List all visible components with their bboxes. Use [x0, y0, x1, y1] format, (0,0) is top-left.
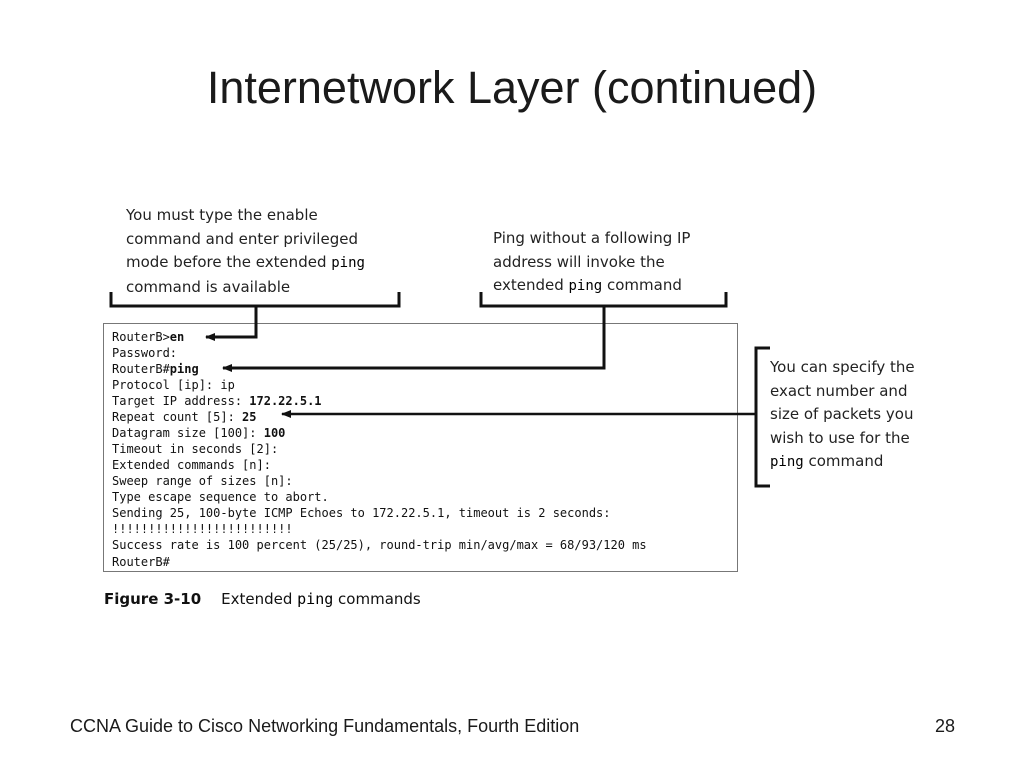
terminal-output: RouterB>en Password: RouterB#ping Protoc…	[103, 323, 738, 572]
callout-code: ping	[770, 454, 804, 470]
caption-text: commands	[333, 590, 421, 608]
terminal-line: !!!!!!!!!!!!!!!!!!!!!!!!!	[112, 522, 293, 536]
terminal-line: Password:	[112, 346, 178, 360]
callout-ping-without-ip: Ping without a following IP address will…	[493, 227, 690, 299]
terminal-line: Protocol [ip]: ip	[112, 378, 235, 392]
caption-text: Extended	[221, 590, 298, 608]
page-number: 28	[934, 716, 955, 736]
figure-caption: Figure 3-10 Extended ping commands	[104, 590, 421, 608]
callout-line: command and enter privileged	[126, 229, 358, 248]
terminal-line: Extended commands [n]:	[112, 458, 271, 472]
terminal-value: 25	[242, 410, 257, 424]
terminal-prompt: RouterB>	[112, 330, 170, 344]
callout-line: mode before the extended ping	[126, 251, 365, 276]
terminal-value: 172.22.5.1	[249, 394, 322, 408]
terminal-line: Timeout in seconds [2]:	[112, 442, 279, 456]
callout-text: mode before the extended	[126, 253, 332, 271]
callout-line: ping command	[770, 450, 915, 475]
bracket-enable	[109, 292, 401, 308]
callout-line: Ping without a following IP	[493, 229, 691, 247]
callout-code: ping	[331, 255, 365, 271]
callout-line: address will invoke the	[493, 252, 665, 271]
callout-line: exact number and	[770, 381, 908, 400]
terminal-prompt: RouterB#	[112, 362, 170, 376]
connector-enable	[205, 306, 258, 341]
connector-ping-without-ip	[222, 306, 606, 372]
callout-text: command	[803, 452, 884, 470]
terminal-line: Target IP address: 172.22.5.1	[112, 393, 737, 409]
terminal-line: Datagram size [100]: 100	[112, 425, 737, 441]
terminal-line: RouterB>en	[112, 329, 737, 345]
callout-line: size of packets you	[770, 405, 914, 423]
terminal-label: Repeat count [5]:	[112, 410, 243, 424]
footer-book-title: CCNA Guide to Cisco Networking Fundament…	[70, 716, 580, 736]
terminal-value: 100	[263, 426, 286, 440]
terminal-line: Repeat count [5]: 25	[112, 409, 737, 425]
figure-number: Figure 3-10	[104, 590, 202, 608]
bracket-packet-size	[754, 346, 770, 488]
terminal-line: Type escape sequence to abort.	[112, 490, 329, 504]
callout-enable-command: You must type the enable command and ent…	[126, 204, 365, 299]
terminal-command: ping	[169, 362, 199, 376]
callout-text: command	[602, 276, 682, 294]
callout-line: command is available	[126, 277, 291, 296]
bracket-ping-without-ip	[479, 292, 728, 308]
callout-text: extended	[493, 276, 569, 294]
callout-line: extended ping command	[493, 274, 690, 299]
callout-code: ping	[568, 278, 603, 294]
terminal-command: en	[169, 330, 185, 344]
caption-code: ping	[297, 590, 334, 608]
terminal-line: Sweep range of sizes [n]:	[112, 474, 293, 488]
slide-title: Internetwork Layer (continued)	[206, 62, 818, 113]
terminal-line: Success rate is 100 percent (25/25), rou…	[112, 538, 647, 552]
terminal-line: RouterB#ping	[112, 361, 737, 377]
callout-line: You must type the enable	[126, 206, 318, 224]
terminal-line: RouterB#	[112, 555, 170, 569]
callout-packet-size: You can specify the exact number and siz…	[770, 356, 915, 475]
terminal-label: Target IP address:	[112, 394, 250, 408]
terminal-label: Datagram size [100]:	[112, 426, 264, 440]
callout-line: You can specify the	[770, 358, 915, 376]
callout-line: wish to use for the	[770, 428, 910, 447]
terminal-line: Sending 25, 100-byte ICMP Echoes to 172.…	[112, 506, 611, 520]
